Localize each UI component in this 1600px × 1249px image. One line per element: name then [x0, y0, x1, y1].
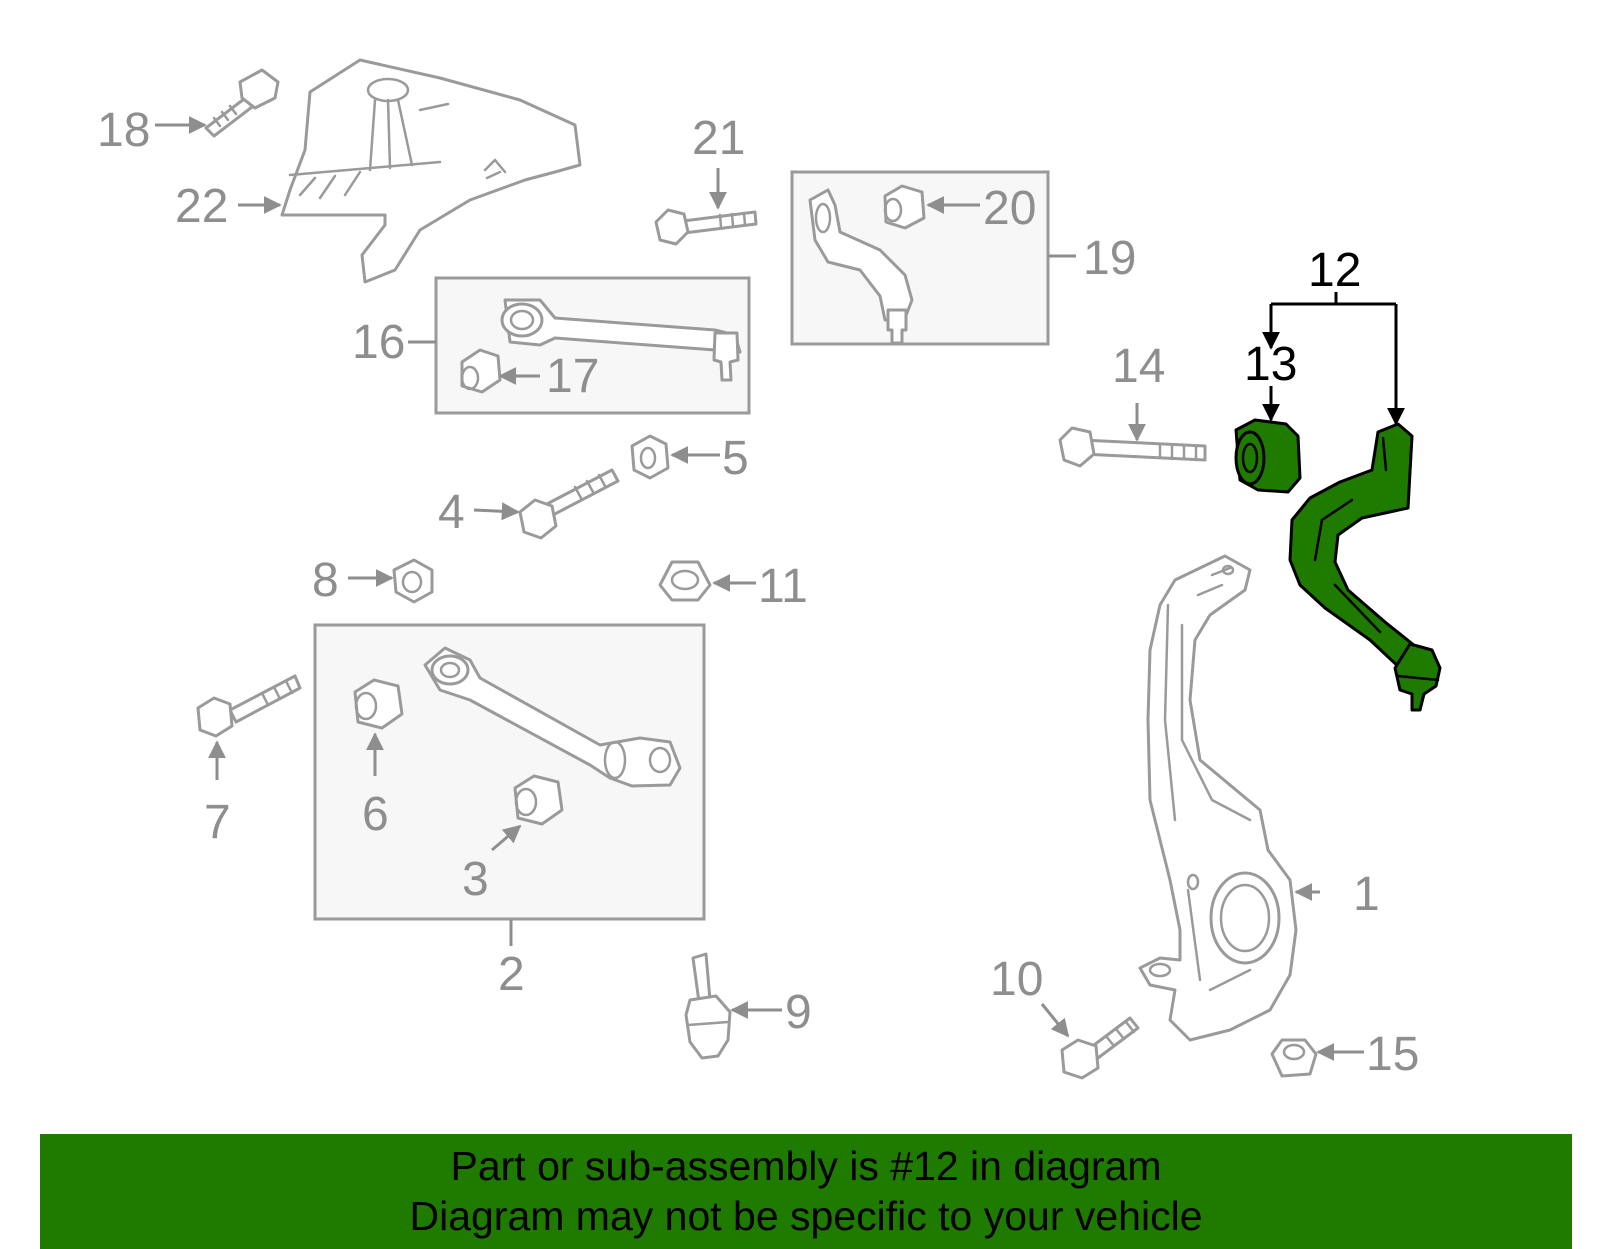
part-7-bolt	[196, 674, 302, 738]
part-9-ball-joint	[684, 952, 732, 1060]
callout-22: 22	[175, 180, 228, 233]
part-6-bushing	[353, 678, 404, 730]
callout-4: 4	[438, 486, 465, 539]
callout-13: 13	[1244, 338, 1297, 391]
part-12-control-arm-highlighted	[1288, 422, 1442, 712]
part-1-knuckle	[1138, 554, 1298, 1042]
part-11-nut	[658, 560, 712, 602]
banner-line-2: Diagram may not be specific to your vehi…	[409, 1193, 1203, 1239]
part-10-bolt	[1060, 1016, 1140, 1080]
callout-21: 21	[692, 112, 745, 165]
part-13-bushing-highlighted	[1234, 418, 1302, 494]
callout-2: 2	[498, 948, 525, 1001]
part-21-bolt	[654, 208, 758, 246]
part-19-control-arm	[808, 188, 914, 345]
callout-18: 18	[97, 104, 150, 157]
callout-10: 10	[990, 953, 1043, 1006]
callout-20: 20	[983, 182, 1036, 235]
part-8-nut	[392, 558, 434, 604]
callout-15: 15	[1366, 1028, 1419, 1081]
part-16-control-arm	[500, 298, 742, 382]
part-5-nut	[630, 434, 670, 480]
callout-3: 3	[462, 853, 489, 906]
part-18-bolt	[204, 68, 280, 138]
callout-12: 12	[1308, 244, 1361, 297]
part-4-bolt	[518, 468, 620, 540]
info-banner: Part or sub-assembly is #12 in diagram D…	[40, 1134, 1572, 1249]
callout-1: 1	[1353, 868, 1380, 921]
banner-line-1: Part or sub-assembly is #12 in diagram	[450, 1143, 1162, 1189]
callout-8: 8	[312, 554, 339, 607]
part-3-bushing	[513, 774, 564, 826]
part-15-nut	[1270, 1038, 1318, 1078]
part-2-control-arm	[423, 646, 682, 788]
callout-7: 7	[204, 796, 231, 849]
callout-17: 17	[546, 350, 599, 403]
callout-6: 6	[362, 788, 389, 841]
callout-9: 9	[785, 986, 812, 1039]
callout-5: 5	[722, 432, 749, 485]
part-14-bolt	[1058, 426, 1207, 468]
callout-14: 14	[1112, 340, 1165, 393]
callout-11: 11	[758, 560, 808, 613]
callout-16: 16	[352, 316, 405, 369]
part-22-bracket	[280, 58, 582, 284]
part-20-bushing	[883, 184, 926, 230]
callout-19: 19	[1083, 232, 1136, 285]
